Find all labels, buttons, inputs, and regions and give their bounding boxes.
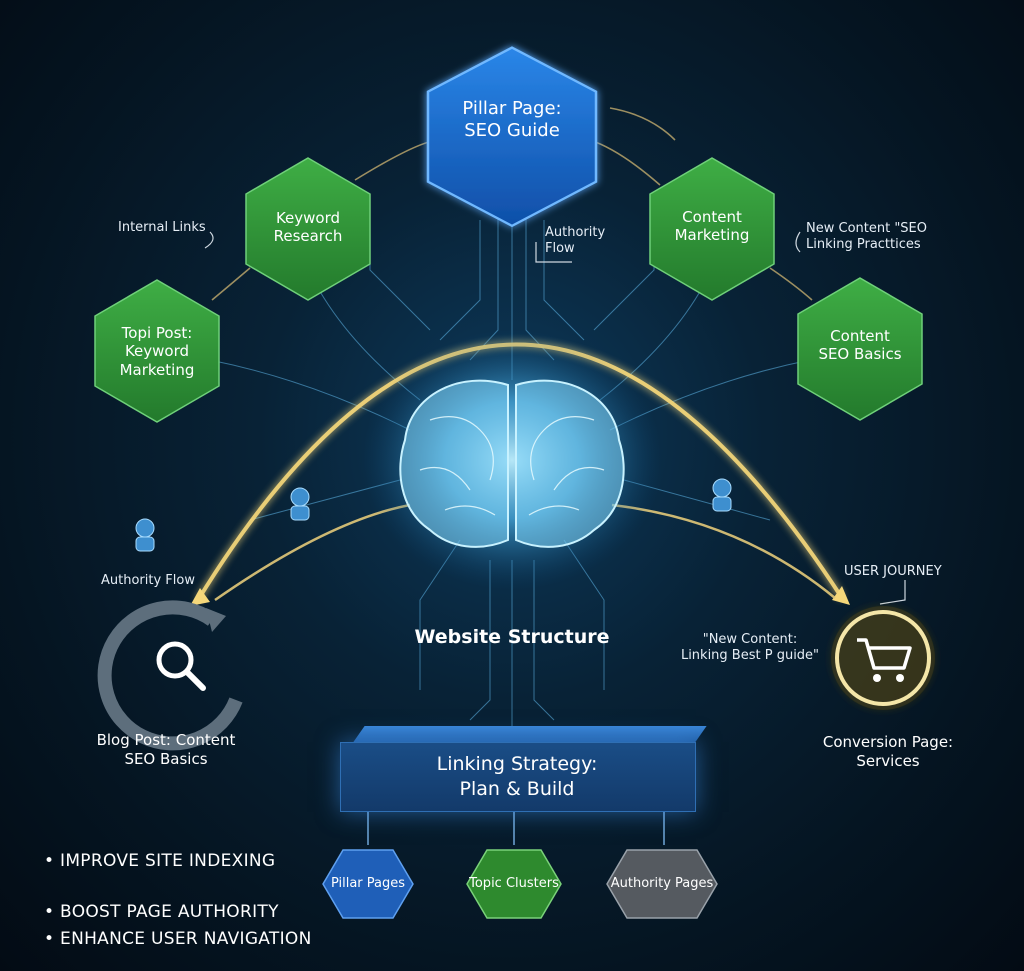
hex-content-marketing[interactable] bbox=[649, 157, 775, 301]
bullet-enhance-user-navigation: ENHANCE USER NAVIGATION bbox=[44, 929, 312, 949]
website-structure-title: Website Structure bbox=[414, 626, 610, 648]
note-arrows bbox=[204, 231, 906, 605]
arc-arrowhead-right bbox=[832, 586, 850, 605]
category-topic-clusters-label: Topic Clusters bbox=[469, 876, 559, 891]
hex-topic-post[interactable] bbox=[94, 279, 220, 423]
pillar-label: Pillar Page: SEO Guide bbox=[462, 98, 562, 141]
keyword-research-label: Keyword Research bbox=[273, 209, 343, 246]
user-journey-note: USER JOURNEY bbox=[844, 564, 942, 579]
internal-links-note: Internal Links bbox=[118, 220, 206, 235]
category-authority-pages-label: Authority Pages bbox=[610, 876, 714, 891]
linking-strategy-label: Linking Strategy: Plan & Build bbox=[436, 753, 598, 800]
arc-arrowhead-left bbox=[190, 588, 210, 606]
category-pillar-pages-label: Pillar Pages bbox=[330, 876, 406, 891]
robot-icon bbox=[135, 478, 732, 552]
authority-flow-left-note: Authority Flow bbox=[101, 573, 195, 588]
hex-content-seo-basics[interactable] bbox=[797, 277, 923, 421]
new-content-mid-note: "New Content: Linking Best P guide" bbox=[680, 632, 820, 664]
blog-post-label: Blog Post: Content SEO Basics bbox=[96, 731, 236, 768]
hex-keyword-research[interactable] bbox=[245, 157, 371, 301]
brain-icon bbox=[362, 330, 662, 590]
topic-post-label: Topi Post: Keyword Marketing bbox=[119, 324, 195, 379]
content-seo-basics-label: Content SEO Basics bbox=[818, 327, 902, 364]
authority-flow-center-note: Authority Flow bbox=[545, 225, 606, 257]
hex-pillar[interactable] bbox=[426, 46, 598, 228]
category-hex-pillar-pages[interactable] bbox=[322, 849, 414, 919]
bullet-improve-site-indexing: IMPROVE SITE INDEXING bbox=[44, 851, 275, 871]
conversion-page-label: Conversion Page: Services bbox=[822, 733, 954, 770]
cart-icon[interactable] bbox=[831, 606, 935, 710]
bullet-boost-page-authority: BOOST PAGE AUTHORITY bbox=[44, 902, 279, 922]
content-marketing-label: Content Marketing bbox=[674, 208, 750, 245]
search-icon[interactable] bbox=[97, 600, 243, 751]
strategy-connectors bbox=[367, 810, 665, 845]
linking-strategy-box[interactable] bbox=[340, 742, 696, 812]
category-hex-authority-pages[interactable] bbox=[606, 849, 718, 919]
category-hex-topic-clusters[interactable] bbox=[466, 849, 562, 919]
new-content-top-note: New Content "SEO Linking Practtices bbox=[806, 221, 927, 253]
